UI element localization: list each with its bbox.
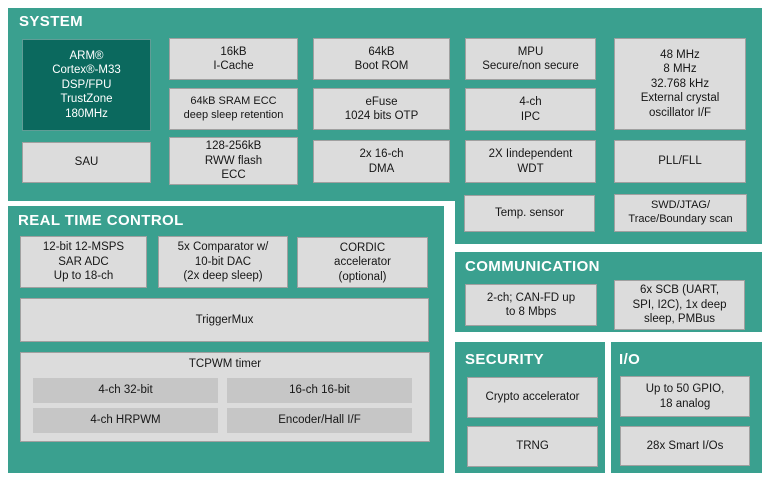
system-block-icache: 16kB I-Cache bbox=[169, 38, 298, 80]
comm-block-canfd: 2-ch; CAN-FD up to 8 Mbps bbox=[465, 284, 597, 326]
system-block-sram: 64kB SRAM ECC deep sleep retention bbox=[169, 88, 298, 130]
system-block-temp-sensor: Temp. sensor bbox=[464, 195, 595, 232]
tcpwm-timer-label: TCPWM timer bbox=[188, 358, 262, 370]
system-block-pll: PLL/FLL bbox=[614, 140, 746, 183]
io-title: I/O bbox=[619, 351, 641, 368]
tcpwm-block-encoder: Encoder/Hall I/F bbox=[227, 408, 412, 433]
rtc-block-triggermux: TriggerMux bbox=[20, 298, 429, 342]
system-title: SYSTEM bbox=[19, 13, 84, 30]
tcpwm-block-16bit: 16-ch 16-bit bbox=[227, 378, 412, 403]
io-block-smart-io: 28x Smart I/Os bbox=[620, 426, 750, 466]
tcpwm-block-hrpwm: 4-ch HRPWM bbox=[33, 408, 218, 433]
real-time-control-title: REAL TIME CONTROL bbox=[18, 212, 184, 229]
system-block-wdt: 2X Iindependent WDT bbox=[465, 140, 596, 183]
system-block-flash: 128-256kB RWW flash ECC bbox=[169, 137, 298, 185]
security-title: SECURITY bbox=[465, 351, 545, 368]
system-block-ipc: 4-ch IPC bbox=[465, 88, 596, 131]
system-block-clocks: 48 MHz 8 MHz 32.768 kHz External crystal… bbox=[614, 38, 746, 130]
rtc-block-adc: 12-bit 12-MSPS SAR ADC Up to 18-ch bbox=[20, 236, 147, 288]
comm-block-scb: 6x SCB (UART, SPI, I2C), 1x deep sleep, … bbox=[614, 280, 745, 330]
security-block-crypto: Crypto accelerator bbox=[467, 377, 598, 418]
rtc-block-comparator: 5x Comparator w/ 10-bit DAC (2x deep sle… bbox=[158, 236, 288, 288]
system-block-sau: SAU bbox=[22, 142, 151, 183]
system-block-mpu: MPU Secure/non secure bbox=[465, 38, 596, 80]
system-block-efuse: eFuse 1024 bits OTP bbox=[313, 88, 450, 130]
system-block-swd: SWD/JTAG/ Trace/Boundary scan bbox=[614, 194, 747, 232]
system-block-dma: 2x 16-ch DMA bbox=[313, 140, 450, 183]
rtc-block-cordic: CORDIC accelerator (optional) bbox=[297, 237, 428, 288]
communication-title: COMMUNICATION bbox=[465, 258, 600, 275]
tcpwm-block-32bit: 4-ch 32-bit bbox=[33, 378, 218, 403]
security-block-trng: TRNG bbox=[467, 426, 598, 467]
system-block-cpu: ARM® Cortex®-M33 DSP/FPU TrustZone 180MH… bbox=[22, 39, 151, 131]
system-block-bootrom: 64kB Boot ROM bbox=[313, 38, 450, 80]
io-block-gpio: Up to 50 GPIO, 18 analog bbox=[620, 376, 750, 417]
